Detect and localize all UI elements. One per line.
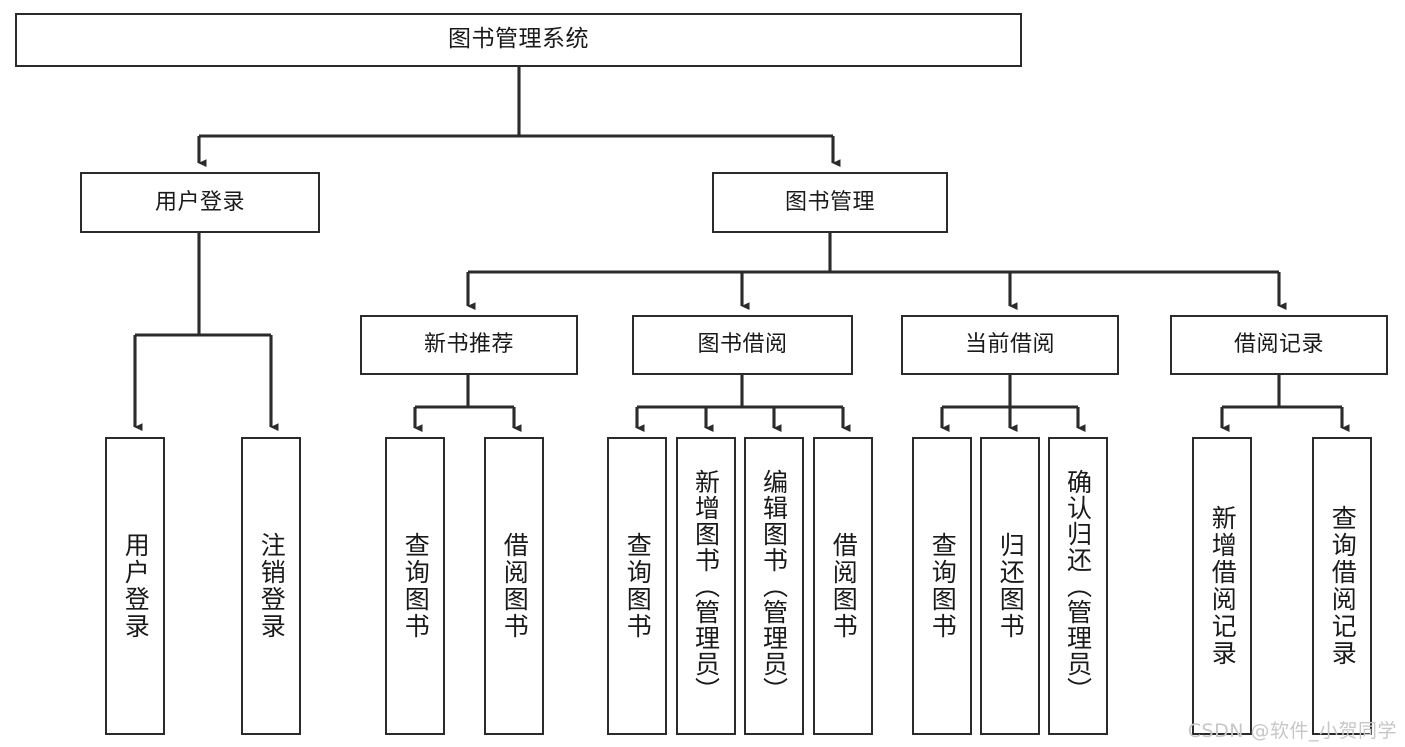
leaf-query-record-label: 查询借阅记录 [1328,505,1358,667]
leaf-add-record-label: 新增借阅记录 [1208,505,1238,667]
leaf-add-record[interactable]: 新增借阅记录 [1192,437,1252,735]
leaf-add-book[interactable]: 新增图书（管理员） [676,437,736,735]
leaf-query-book-3-label: 查询图书 [928,532,958,640]
node-book-borrow[interactable]: 图书借阅 [632,315,853,375]
leaf-query-book-2[interactable]: 查询图书 [607,437,667,735]
leaf-logout-label: 注销登录 [257,532,287,640]
node-root[interactable]: 图书管理系统 [15,13,1022,67]
leaf-edit-book-label: 编辑图书（管理员） [759,469,789,703]
node-borrow-record-label: 借阅记录 [1233,332,1324,358]
node-current-borrow-label: 当前借阅 [964,332,1055,358]
leaf-confirm-return[interactable]: 确认归还（管理员） [1048,437,1108,735]
node-user-login[interactable]: 用户登录 [80,172,320,233]
node-borrow-record[interactable]: 借阅记录 [1170,315,1388,375]
node-user-login-label: 用户登录 [154,189,245,215]
leaf-borrow-book-2-label: 借阅图书 [829,532,859,640]
leaf-return-book[interactable]: 归还图书 [980,437,1040,735]
node-current-borrow[interactable]: 当前借阅 [901,315,1119,375]
node-book-borrow-label: 图书借阅 [697,332,788,358]
node-root-label: 图书管理系统 [448,26,589,53]
leaf-query-book-2-label: 查询图书 [623,532,653,640]
leaf-return-book-label: 归还图书 [996,532,1026,640]
leaf-borrow-book-1-label: 借阅图书 [500,532,530,640]
leaf-add-book-label: 新增图书（管理员） [691,469,721,703]
leaf-user-login[interactable]: 用户登录 [105,437,165,735]
leaf-query-book-1-label: 查询图书 [401,532,431,640]
node-book-manage-label: 图书管理 [784,189,875,215]
watermark-text: CSDN @软件_小贺同学 [1187,720,1397,742]
leaf-confirm-return-label: 确认归还（管理员） [1063,469,1093,703]
leaf-query-record[interactable]: 查询借阅记录 [1312,437,1372,735]
leaf-logout[interactable]: 注销登录 [241,437,301,735]
node-new-book-recommend-label: 新书推荐 [423,332,514,358]
node-book-manage[interactable]: 图书管理 [712,172,948,233]
leaf-query-book-3[interactable]: 查询图书 [912,437,972,735]
leaf-borrow-book-1[interactable]: 借阅图书 [484,437,544,735]
leaf-borrow-book-2[interactable]: 借阅图书 [813,437,873,735]
leaf-user-login-label: 用户登录 [121,532,151,640]
node-new-book-recommend[interactable]: 新书推荐 [360,315,578,375]
leaf-edit-book[interactable]: 编辑图书（管理员） [744,437,804,735]
leaf-query-book-1[interactable]: 查询图书 [385,437,445,735]
